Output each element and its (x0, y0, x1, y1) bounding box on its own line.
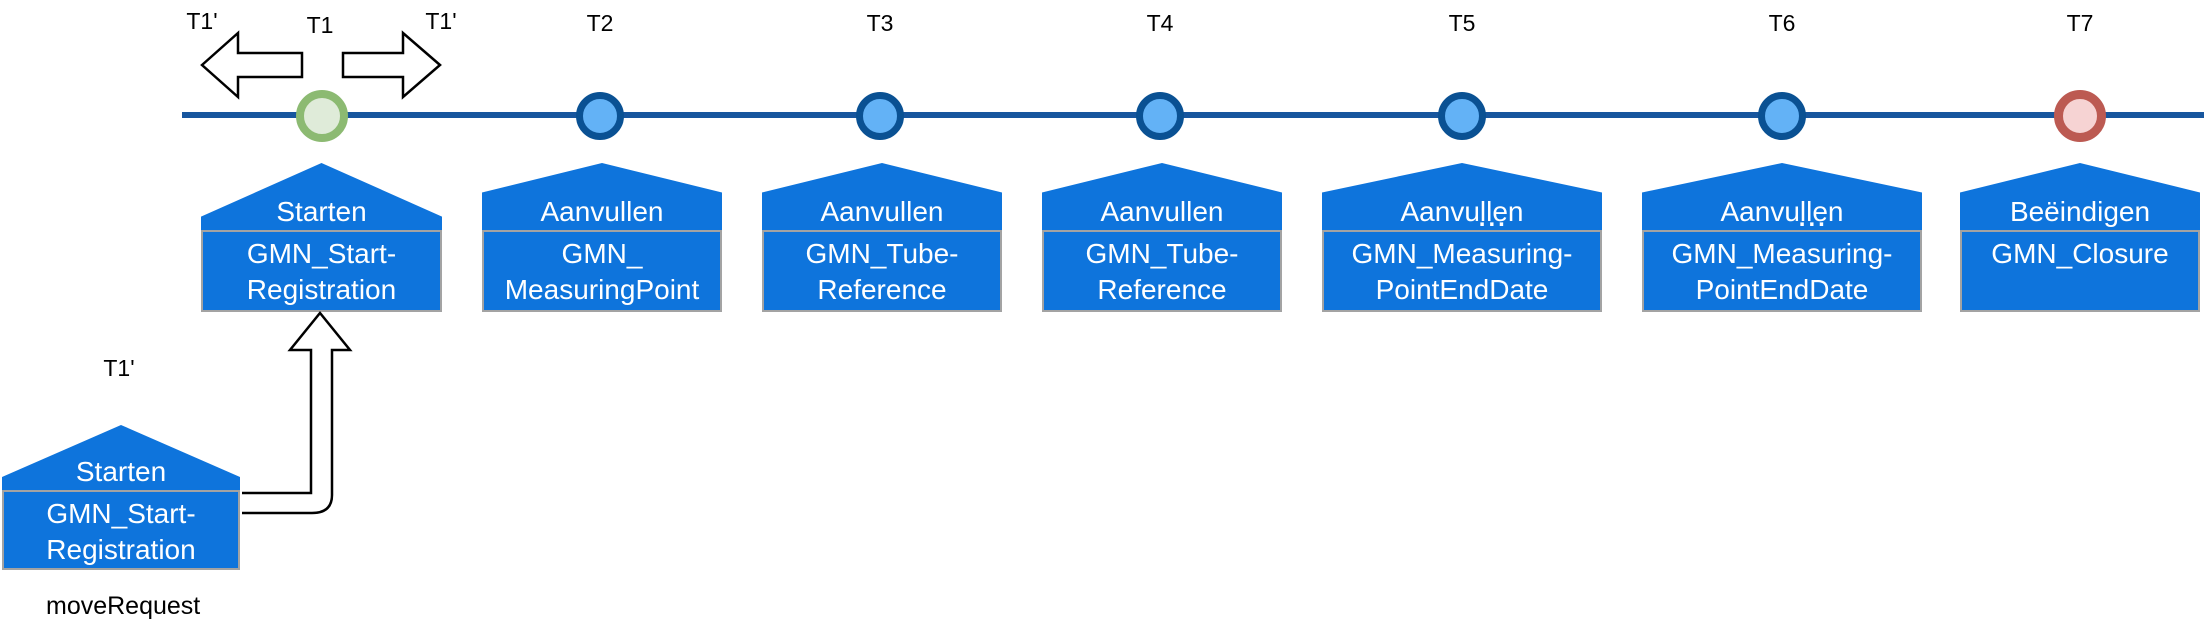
shift-right-arrow-icon (341, 30, 442, 100)
t-label-t2: T2 (586, 10, 614, 36)
house-roof-t4: Aanvullen (1042, 163, 1282, 230)
house-title-ellipsis-t5: ... (1478, 205, 1508, 232)
house-body-t2: GMN_ MeasuringPoint (482, 230, 722, 312)
timeline-axis (182, 112, 2204, 118)
house-line-t2: MeasuringPoint (504, 274, 700, 305)
t-label-t6: T6 (1768, 10, 1796, 36)
house-title-ellipsis-t6: ... (1798, 205, 1828, 232)
shift-left-arrow-icon (200, 30, 304, 100)
house-line-t6: PointEndDate (1695, 274, 1869, 305)
move-request-caption: moveRequest (46, 592, 201, 620)
house-line-t3: Reference (817, 274, 947, 305)
house-body-t1: GMN_Start- Registration (201, 230, 442, 312)
house-roof-move-request: Starten (2, 425, 240, 490)
house-roof-t6: Aanvullen... (1642, 163, 1922, 230)
house-line-t4: GMN_Tube- (1085, 238, 1239, 269)
label-t1-prime-left: T1' (186, 8, 218, 34)
house-body-t3: GMN_Tube- Reference (762, 230, 1002, 312)
node-circle-t3 (856, 92, 904, 140)
house-roof-t5: Aanvullen... (1322, 163, 1602, 230)
house-body-move-request: GMN_Start- Registration (2, 490, 240, 570)
node-circle-t6 (1758, 92, 1806, 140)
house-line-move-request: GMN_Start- (46, 498, 196, 529)
house-line-t5: GMN_Measuring- (1351, 238, 1573, 269)
node-circle-t2 (576, 92, 624, 140)
t-label-t7: T7 (2066, 10, 2094, 36)
house-roof-t2: Aanvullen (482, 163, 722, 230)
house-body-t6: GMN_Measuring- PointEndDate (1642, 230, 1922, 312)
house-title-t1: Starten (276, 196, 367, 227)
house-line-t1: GMN_Start- (246, 238, 397, 269)
house-line-t3: GMN_Tube- (805, 238, 959, 269)
node-circle-t7 (2054, 90, 2106, 142)
house-line-t4: Reference (1097, 274, 1227, 305)
house-title-move-request: Starten (75, 456, 167, 487)
t-label-t4: T4 (1146, 10, 1174, 36)
house-line-t6: GMN_Measuring- (1671, 238, 1893, 269)
house-roof-t7: Beëindigen (1960, 163, 2200, 230)
house-line-t5: PointEndDate (1375, 274, 1549, 305)
house-body-t7: GMN_Closure (1960, 230, 2200, 312)
house-body-t5: GMN_Measuring- PointEndDate (1322, 230, 1602, 312)
house-line-t2: GMN_ (561, 238, 643, 269)
annotation-t-label: T1' (103, 355, 135, 381)
house-title-t6: Aanvullen (1720, 196, 1844, 227)
house-line-move-request: Registration (46, 534, 196, 565)
house-line-t7: GMN_Closure (1991, 238, 2169, 269)
house-body-t4: GMN_Tube- Reference (1042, 230, 1282, 312)
house-title-t4: Aanvullen (1100, 196, 1224, 227)
label-t1-prime-right: T1' (425, 8, 457, 34)
house-title-t7: Beëindigen (2009, 196, 2151, 227)
t-label-t5: T5 (1448, 10, 1476, 36)
house-title-t2: Aanvullen (540, 196, 664, 227)
node-circle-t5 (1438, 92, 1486, 140)
house-roof-t1: Starten (201, 163, 442, 230)
node-circle-t4 (1136, 92, 1184, 140)
t-label-t3: T3 (866, 10, 894, 36)
node-circle-t1 (296, 90, 348, 142)
house-roof-t3: Aanvullen (762, 163, 1002, 230)
house-title-t5: Aanvullen (1400, 196, 1524, 227)
house-line-t1: Registration (246, 274, 397, 305)
move-up-elbow-arrow-icon (242, 311, 353, 515)
label-t1: T1 (306, 12, 334, 38)
house-title-t3: Aanvullen (820, 196, 944, 227)
